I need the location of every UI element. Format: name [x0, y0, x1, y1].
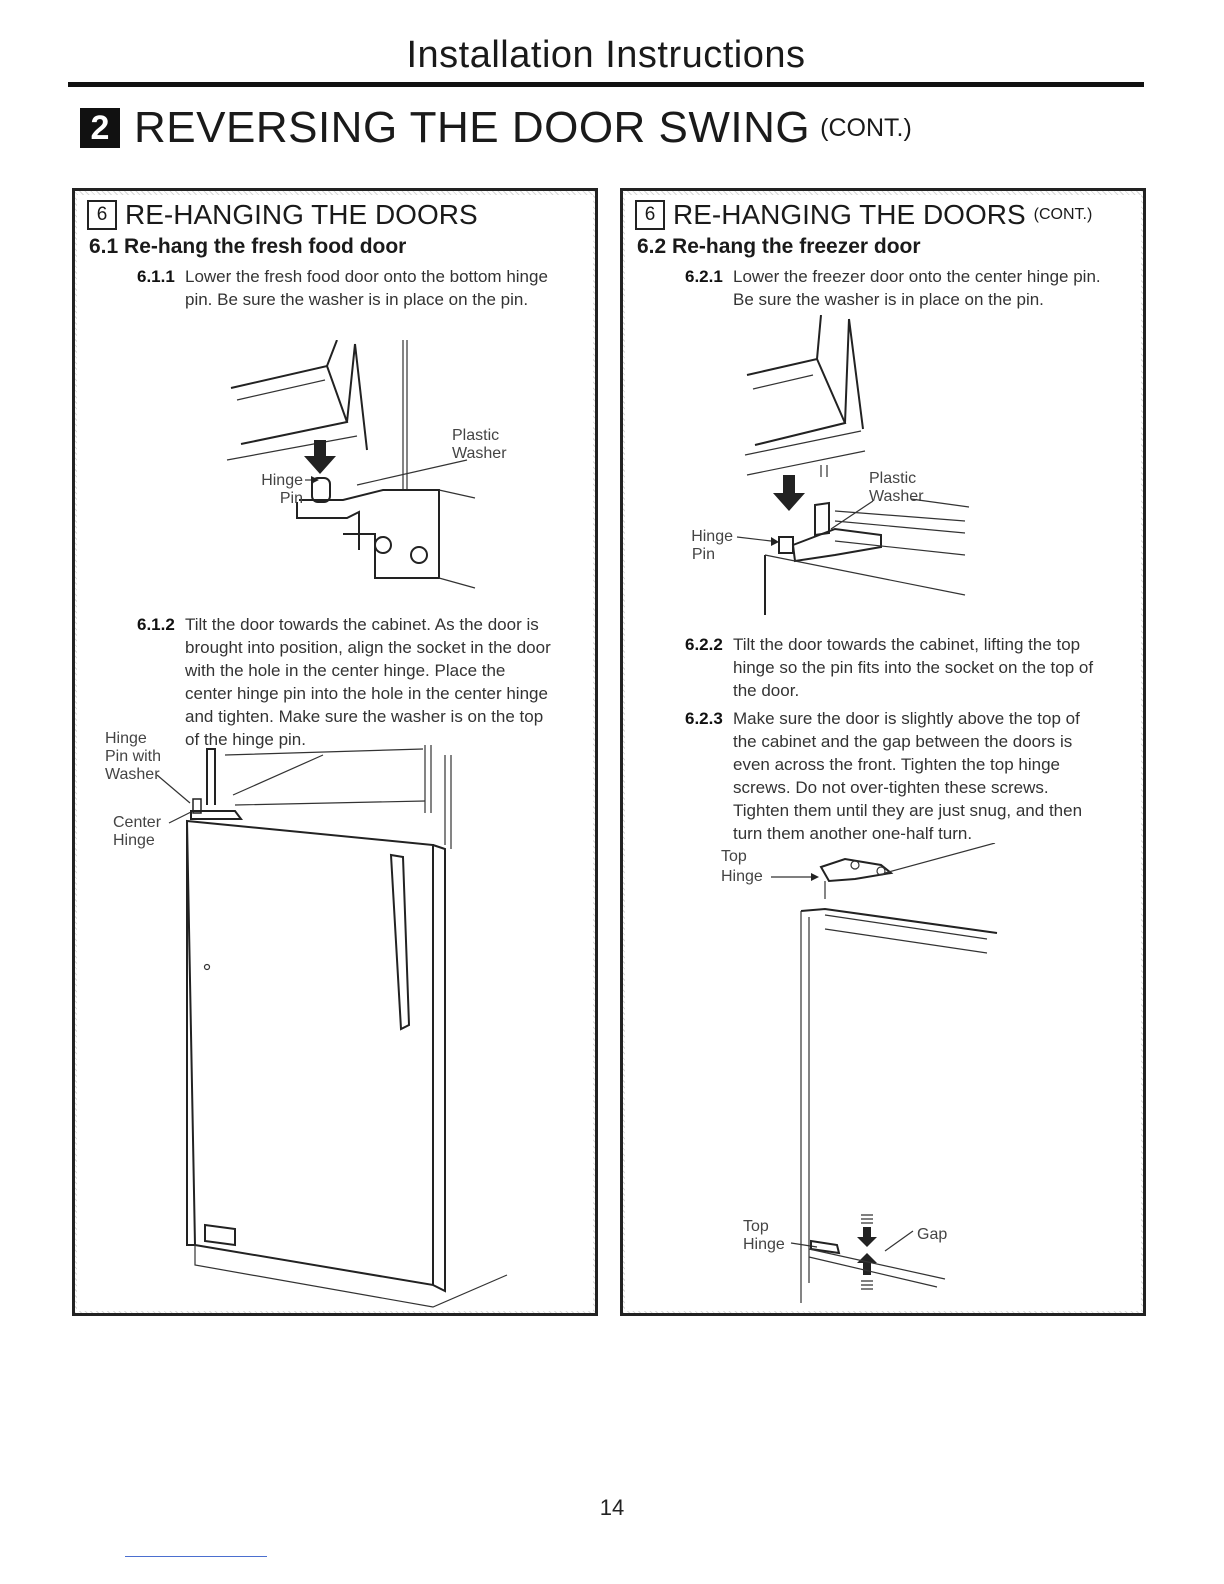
- left-step-heading: 6 RE-HANGING THE DOORS: [87, 199, 478, 231]
- right-paragraph-6-2-2: 6.2.2 Tilt the door towards the cabinet, …: [685, 633, 1105, 702]
- page-number: 14: [599, 1495, 625, 1520]
- right-step-title: RE-HANGING THE DOORS: [673, 199, 1026, 230]
- right-p3-text: Make sure the door is slightly above the…: [733, 709, 1083, 843]
- right-step-cont-label: (CONT.): [1033, 206, 1093, 223]
- right-p1-number: 6.2.1: [685, 267, 723, 286]
- right-paragraph-6-2-3: 6.2.3 Make sure the door is slightly abov…: [685, 707, 1105, 845]
- left-p2-number: 6.1.2: [137, 615, 175, 634]
- left-p1-text: Lower the fresh food door onto the botto…: [185, 267, 548, 309]
- left-paragraph-6-1-2: 6.1.2 Tilt the door towards the cabinet. …: [137, 613, 557, 751]
- left-p2-text: Tilt the door towards the cabinet. As th…: [185, 615, 551, 749]
- left-step-title: RE-HANGING THE DOORS: [125, 199, 478, 230]
- footer-rule: [125, 1556, 267, 1557]
- right-fig1-plastic-label: Plastic: [869, 470, 916, 487]
- fig1-pin-label: Pin: [280, 490, 303, 507]
- fig1-hinge-label: Hinge: [261, 472, 303, 489]
- left-subtitle: 6.1 Re-hang the fresh food door: [89, 235, 407, 258]
- section-heading: REVERSING THE DOOR SWING: [134, 103, 811, 152]
- right-fig1-washer-label: Washer: [869, 488, 924, 505]
- left-step-number-box: 6: [87, 200, 117, 230]
- section-number-badge: 2: [80, 108, 120, 148]
- right-fig1-hinge-label: Hinge: [691, 528, 733, 545]
- left-panel-content: 6 RE-HANGING THE DOORS 6.1 Re-hang the f…: [77, 195, 593, 1311]
- fig2-center-label: Center: [113, 814, 162, 831]
- page-header-title: Installation Instructions: [406, 34, 806, 76]
- fig2-center-hinge-label: Hinge: [113, 832, 155, 849]
- right-fig2-top-label: Top: [721, 848, 747, 865]
- right-p2-number: 6.2.2: [685, 635, 723, 654]
- right-step-heading: 6 RE-HANGING THE DOORS (CONT.): [635, 199, 1092, 231]
- left-fresh-food-door-figure: Hinge Pin with Washer Center Hinge: [105, 730, 508, 1308]
- right-p1-text: Lower the freezer door onto the center h…: [733, 267, 1101, 309]
- right-panel: 6 RE-HANGING THE DOORS (CONT.) 6.2 Re-ha…: [620, 188, 1146, 1316]
- right-fig3-top-label: Top: [743, 1218, 769, 1235]
- right-p3-number: 6.2.3: [685, 709, 723, 728]
- right-fig1-pin-label: Pin: [692, 546, 715, 563]
- fig2-washer-label: Washer: [105, 766, 160, 783]
- right-p2-text: Tilt the door towards the cabinet, lifti…: [733, 635, 1094, 700]
- right-subtitle: 6.2 Re-hang the freezer door: [637, 235, 921, 258]
- left-panel: 6 RE-HANGING THE DOORS 6.1 Re-hang the f…: [72, 188, 598, 1316]
- left-paragraph-6-1-1: 6.1.1 Lower the fresh food door onto the …: [137, 265, 557, 311]
- fig2-hinge-label: Hinge: [105, 730, 147, 747]
- section-title: 2 REVERSING THE DOOR SWING (CONT.): [80, 100, 912, 156]
- left-p1-number: 6.1.1: [137, 267, 175, 286]
- fig2-pin-with-label: Pin with: [105, 748, 161, 765]
- right-center-hinge-figure: Plastic Washer Hinge Pin: [691, 315, 970, 615]
- fig1-washer-label: Washer: [452, 445, 507, 462]
- right-fig3-gap-label: Gap: [917, 1226, 947, 1243]
- right-fig3-hinge-label: Hinge: [743, 1236, 785, 1253]
- right-fig2-hinge-label: Hinge: [721, 868, 763, 885]
- right-paragraph-6-2-1: 6.2.1 Lower the freezer door onto the cen…: [685, 265, 1105, 311]
- left-hinge-pin-figure: Plastic Washer Hinge Pin: [226, 340, 507, 589]
- fig1-plastic-label: Plastic: [452, 427, 499, 444]
- right-top-hinge-figure: Top Hinge Top Hinge Gap: [721, 843, 998, 1303]
- right-step-number-box: 6: [635, 200, 665, 230]
- right-panel-content: 6 RE-HANGING THE DOORS (CONT.) 6.2 Re-ha…: [625, 195, 1141, 1311]
- section-cont-label: (CONT.): [820, 113, 912, 142]
- page-header: Installation Instructions: [68, 30, 1144, 87]
